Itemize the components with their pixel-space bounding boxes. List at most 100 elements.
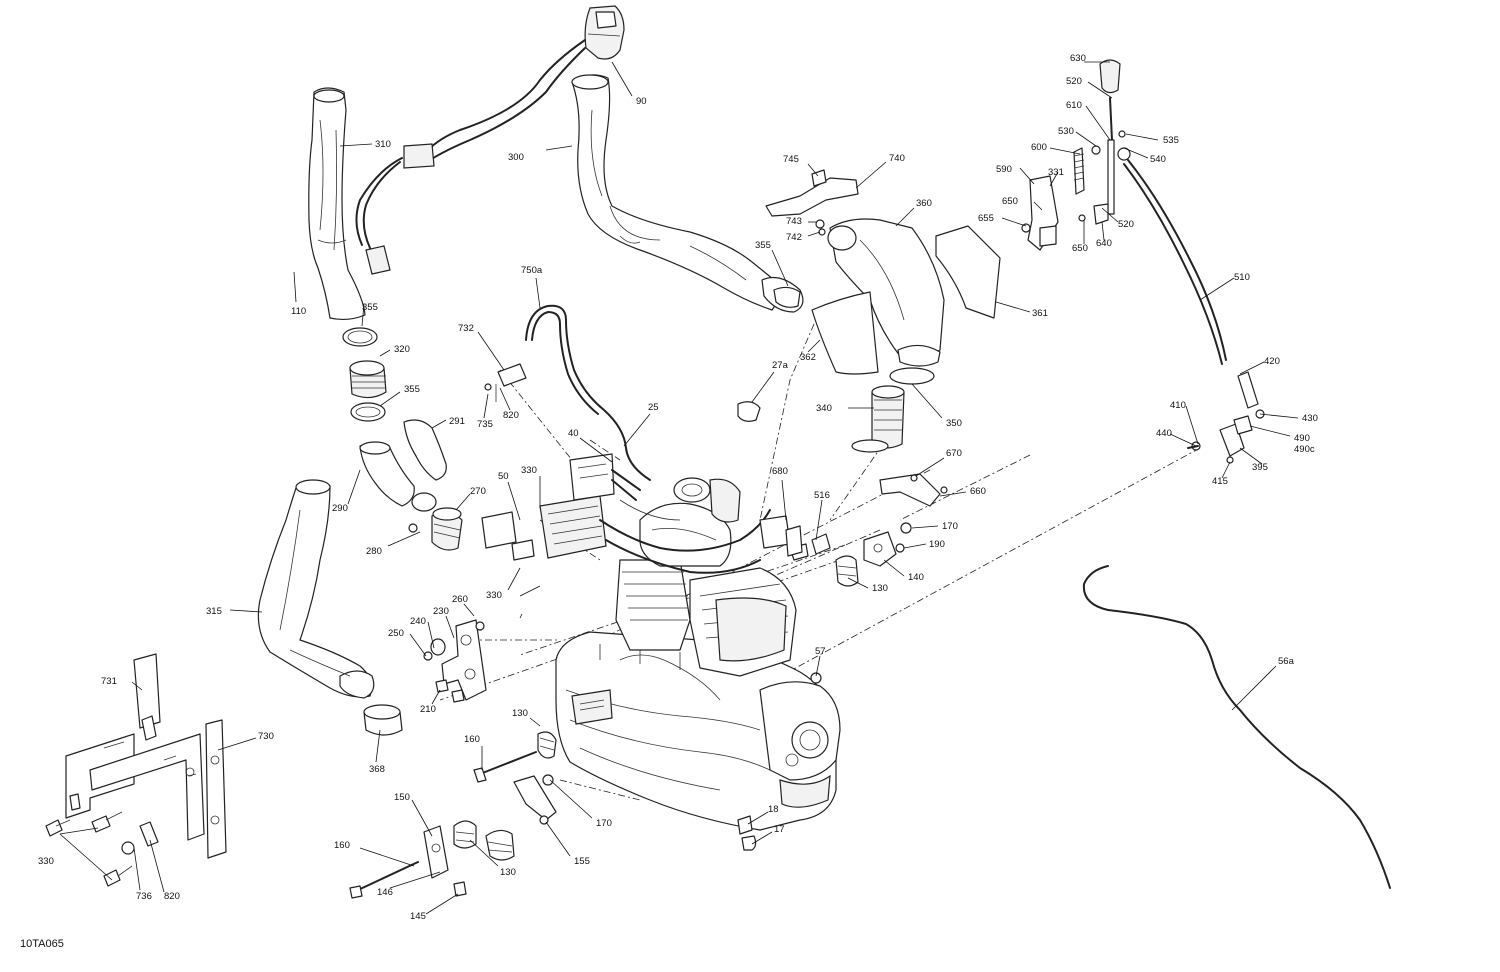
callout-17: 17 xyxy=(774,824,785,835)
bracket-732 xyxy=(484,363,527,402)
callout-630: 630 xyxy=(1070,53,1086,64)
callout-660: 660 xyxy=(970,486,986,497)
callout-290: 290 xyxy=(332,503,348,514)
callout-680: 680 xyxy=(772,466,788,477)
callout-330a: 330 xyxy=(38,856,54,867)
callout-355a: 355 xyxy=(362,302,378,313)
callout-440: 440 xyxy=(1156,428,1172,439)
callout-150: 150 xyxy=(394,792,410,803)
callout-315: 315 xyxy=(206,606,222,617)
callout-146: 146 xyxy=(377,887,393,898)
callout-530: 530 xyxy=(1058,126,1074,137)
leader-lines xyxy=(59,61,1299,915)
callout-590: 590 xyxy=(996,164,1012,175)
callout-745: 745 xyxy=(783,154,799,165)
engine-mounts-right xyxy=(789,522,912,587)
callout-540: 540 xyxy=(1150,154,1166,165)
callout-350: 350 xyxy=(946,418,962,429)
callout-291: 291 xyxy=(449,416,465,427)
callout-600: 600 xyxy=(1031,142,1047,153)
callout-742: 742 xyxy=(786,232,802,243)
callout-420: 420 xyxy=(1264,356,1280,367)
callout-210: 210 xyxy=(420,704,436,715)
callout-300: 300 xyxy=(508,152,524,163)
callout-410: 410 xyxy=(1170,400,1186,411)
callout-130b: 130 xyxy=(500,867,516,878)
callout-320: 320 xyxy=(394,344,410,355)
callout-160b: 160 xyxy=(334,840,350,851)
callout-56a: 56a xyxy=(1278,656,1295,667)
callout-415: 415 xyxy=(1212,476,1228,487)
bracket-660 xyxy=(879,473,948,507)
engine-block xyxy=(555,477,841,851)
callout-360: 360 xyxy=(916,198,932,209)
callout-650a: 650 xyxy=(1002,196,1018,207)
filter-340 xyxy=(737,367,935,453)
callout-25: 25 xyxy=(648,402,659,413)
callout-740: 740 xyxy=(889,153,905,164)
callout-535: 535 xyxy=(1163,135,1179,146)
intake-couplers-left xyxy=(342,327,463,551)
callout-130a: 130 xyxy=(512,708,528,719)
callout-516: 516 xyxy=(814,490,830,501)
callout-155: 155 xyxy=(574,856,590,867)
engine-mounts-lower xyxy=(349,731,557,899)
callout-490c: 490c xyxy=(1294,444,1315,455)
callout-50: 50 xyxy=(498,471,509,482)
callout-145: 145 xyxy=(410,911,426,922)
callout-340: 340 xyxy=(816,403,832,414)
callout-820b: 820 xyxy=(503,410,519,421)
callout-510: 510 xyxy=(1234,272,1250,283)
callout-750a: 750a xyxy=(521,265,543,276)
callout-361: 361 xyxy=(1032,308,1048,319)
callout-110: 110 xyxy=(291,306,306,317)
callout-395: 395 xyxy=(1252,462,1268,473)
callout-90: 90 xyxy=(636,96,647,107)
callout-730: 730 xyxy=(258,731,274,742)
callout-736: 736 xyxy=(136,891,152,902)
callout-368: 368 xyxy=(369,764,385,775)
callout-355c: 355 xyxy=(755,240,771,251)
callout-40: 40 xyxy=(568,428,579,439)
callout-490: 490 xyxy=(1294,433,1310,444)
mount-bracket-730 xyxy=(45,653,227,887)
callout-355b: 355 xyxy=(404,384,420,395)
callout-260: 260 xyxy=(452,594,468,605)
callout-190: 190 xyxy=(929,539,945,550)
callout-430: 430 xyxy=(1302,413,1318,424)
callout-520a: 520 xyxy=(1066,76,1082,87)
callout-735: 735 xyxy=(477,419,493,430)
callout-130c: 130 xyxy=(872,583,888,594)
shifter-assembly xyxy=(1021,59,1265,464)
callout-18: 18 xyxy=(768,804,779,815)
callout-230: 230 xyxy=(433,606,449,617)
hose-56a xyxy=(1082,565,1391,889)
intake-duct-300 xyxy=(571,74,804,313)
callout-731: 731 xyxy=(101,676,117,687)
callout-280: 280 xyxy=(366,546,382,557)
callout-362: 362 xyxy=(800,352,816,363)
callout-610: 610 xyxy=(1066,100,1082,111)
module-680 xyxy=(759,515,803,557)
airbox-360 xyxy=(773,218,1001,375)
callout-160a: 160 xyxy=(464,734,480,745)
ecu-module-50 xyxy=(481,453,641,561)
callout-57: 57 xyxy=(815,646,826,657)
callout-743: 743 xyxy=(786,216,802,227)
callout-520b: 520 xyxy=(1118,219,1134,230)
intake-duct-310 xyxy=(308,87,366,321)
callout-331: 331 xyxy=(1048,167,1064,178)
callout-170a: 170 xyxy=(596,818,612,829)
bracket-740 xyxy=(765,169,859,236)
engine-mount-230 xyxy=(423,619,487,703)
callout-270: 270 xyxy=(470,486,486,497)
callout-310: 310 xyxy=(375,139,391,150)
breather-hose-750a xyxy=(525,304,651,481)
callout-650b: 650 xyxy=(1072,243,1088,254)
callout-820a: 820 xyxy=(164,891,180,902)
callout-labels: 90 310 300 110 355 320 355 291 290 270 2… xyxy=(38,53,1318,922)
callout-140: 140 xyxy=(908,572,924,583)
callout-330b: 330 xyxy=(521,465,537,476)
callout-732: 732 xyxy=(458,323,474,334)
